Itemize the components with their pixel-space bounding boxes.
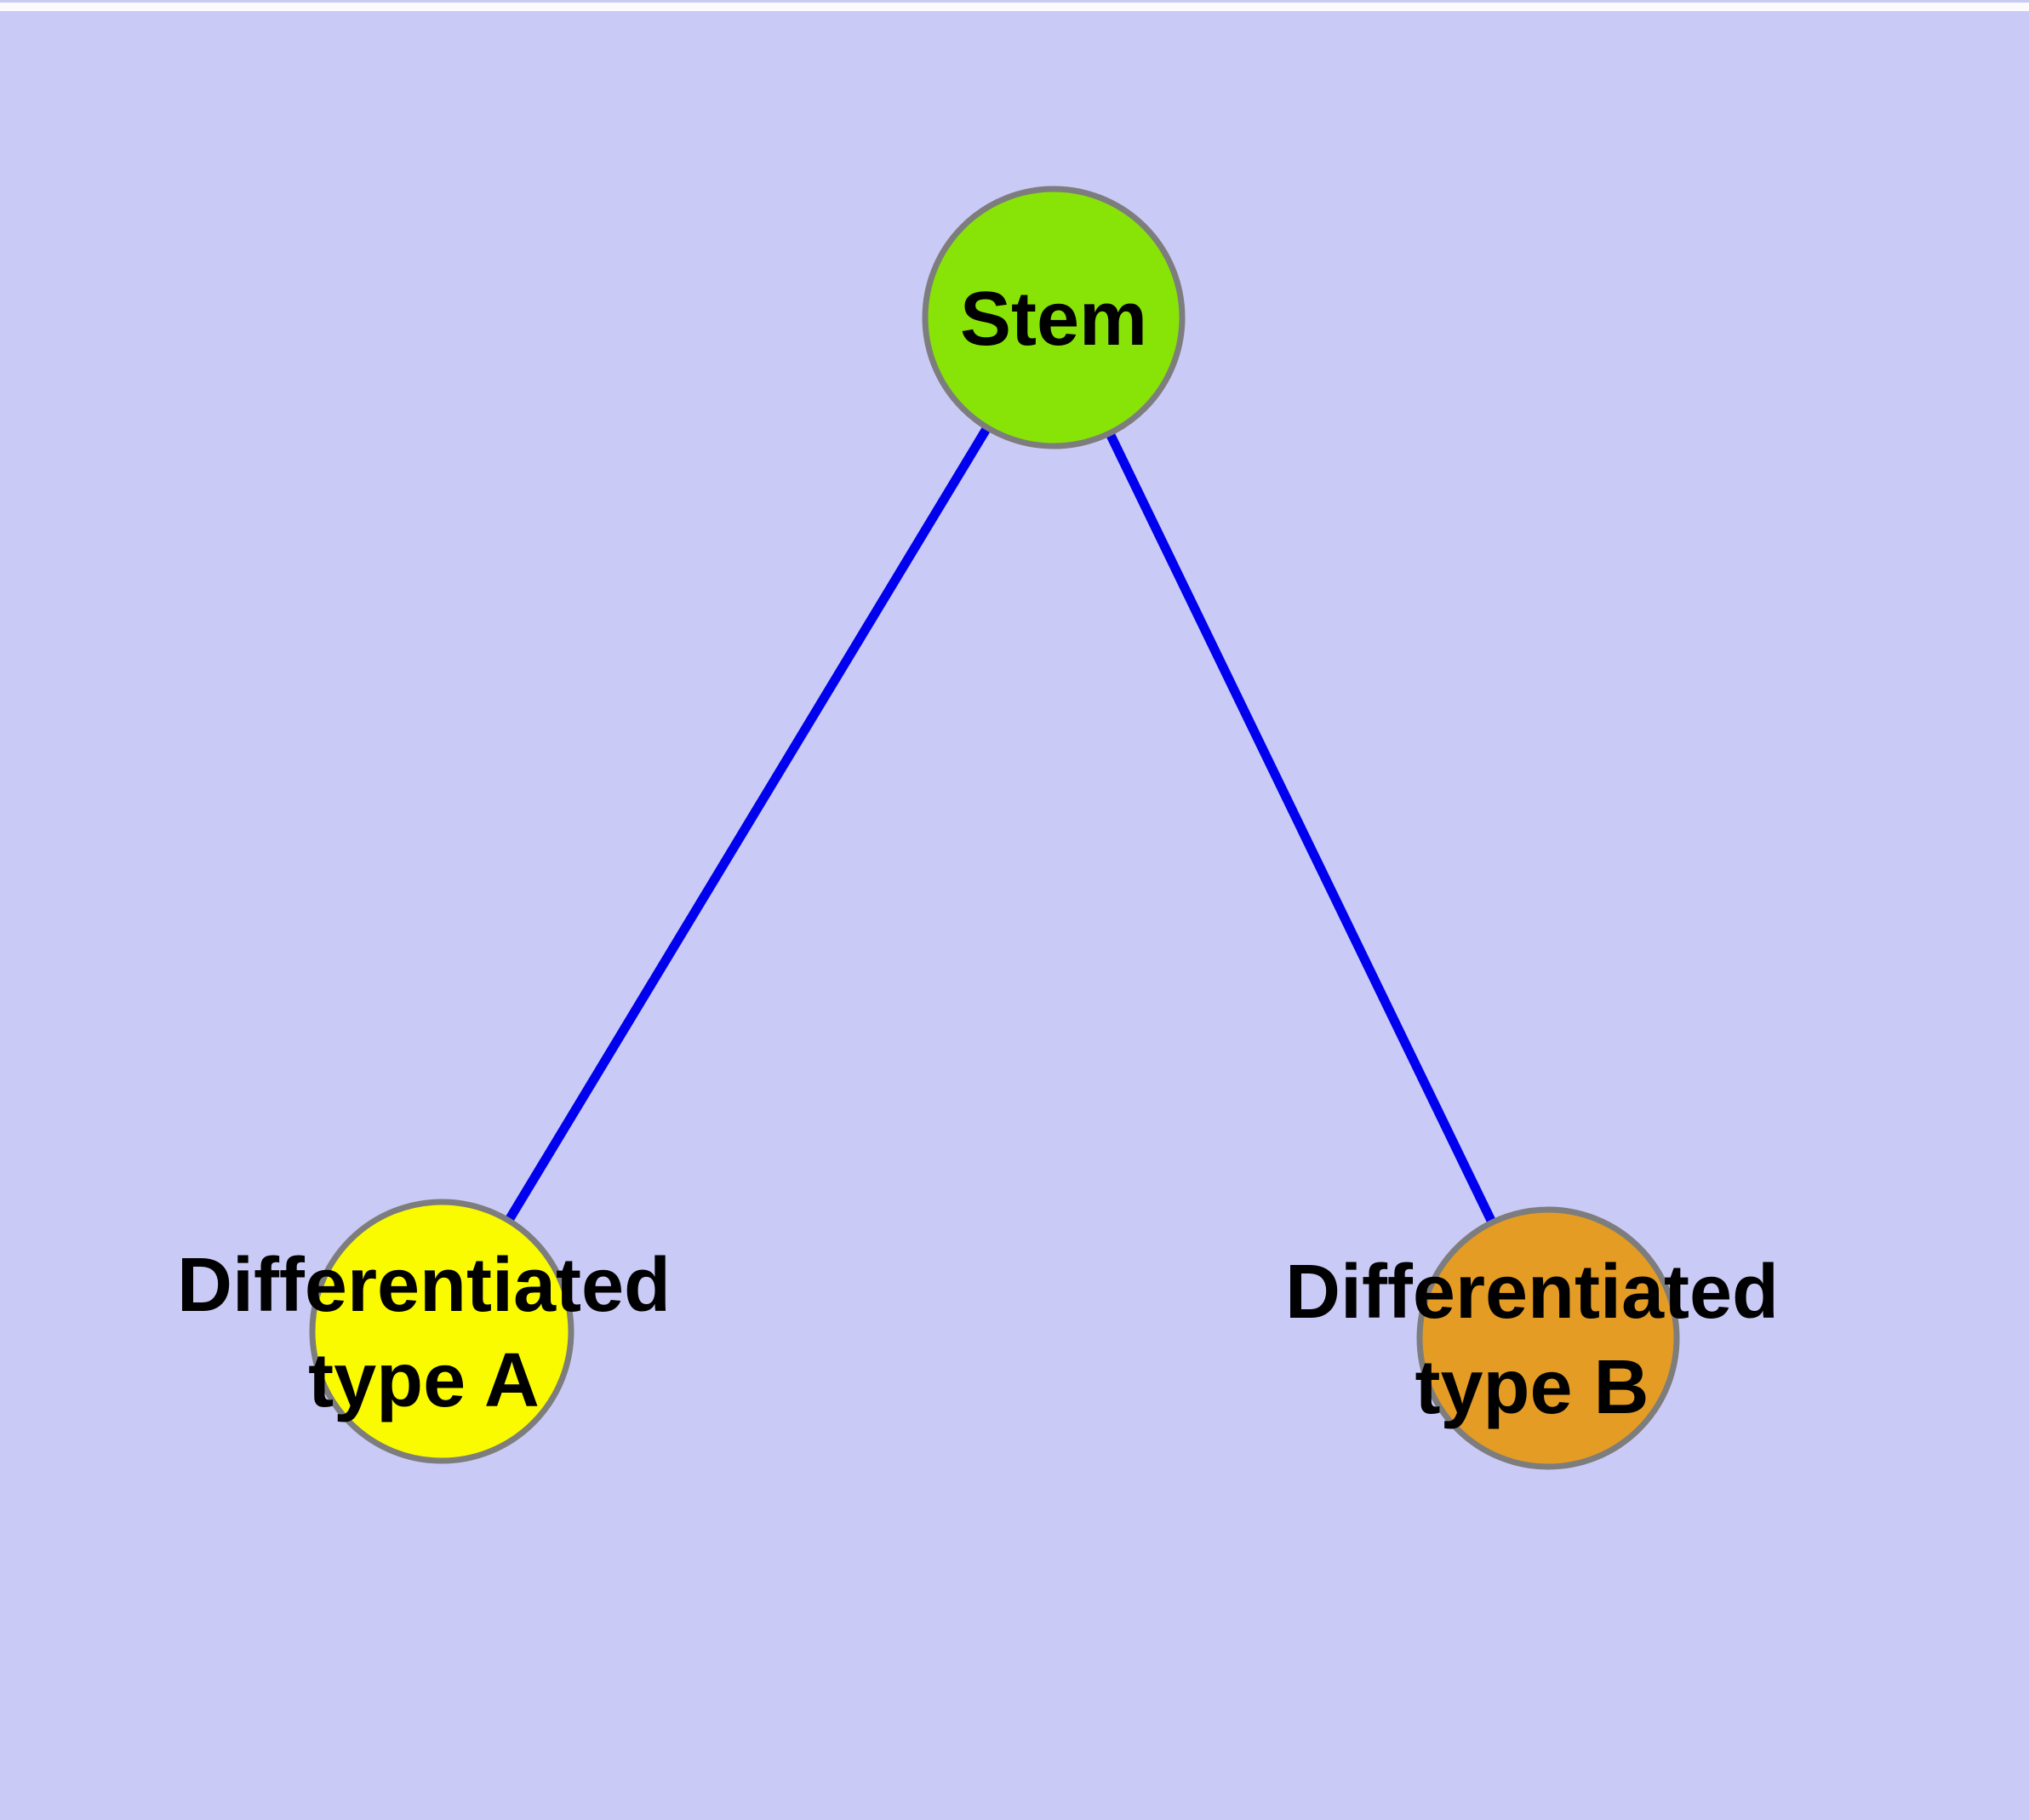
stem-node[interactable] — [922, 186, 1186, 449]
differentiated-type-a-node[interactable] — [309, 1199, 574, 1464]
differentiated-type-a-label-line1: Differentiated — [177, 1243, 671, 1328]
differentiated-type-b-node[interactable] — [1416, 1206, 1680, 1470]
differentiated-type-a-label-line2: type A — [308, 1338, 540, 1423]
stem-node-label: Stem — [960, 277, 1147, 362]
differentiated-type-b-label-line1: Differentiated — [1285, 1250, 1779, 1335]
differentiated-type-b-label-line2: type B — [1415, 1345, 1649, 1430]
top-edge-highlight — [0, 3, 2029, 11]
edge-stem-to-diff-a — [437, 315, 1058, 1334]
edge-stem-to-diff-b — [1049, 315, 1552, 1341]
